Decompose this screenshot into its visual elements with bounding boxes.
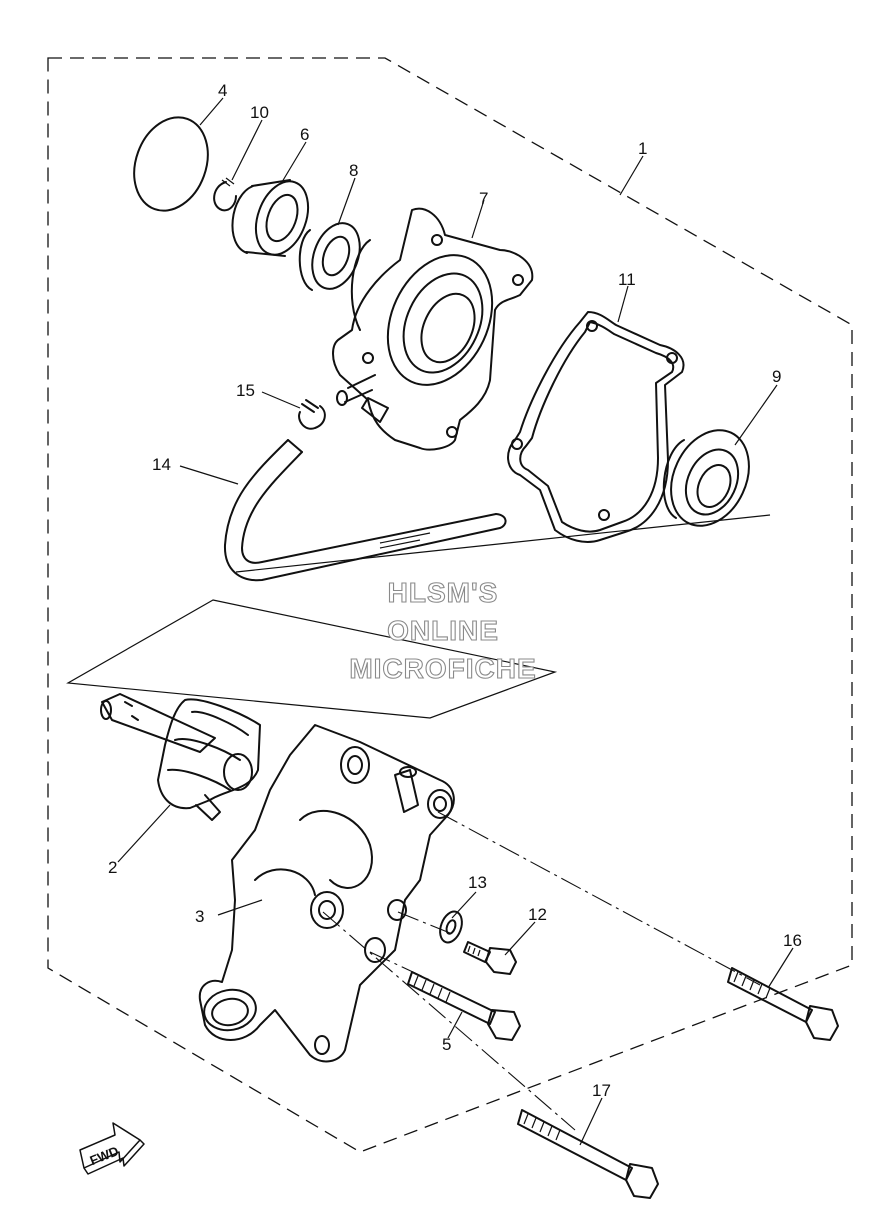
circlip <box>213 177 237 212</box>
callout-11: 11 <box>618 270 636 289</box>
assembly-boundary <box>47 57 853 1153</box>
bolt-short <box>463 941 517 975</box>
callout-6: 6 <box>300 125 309 144</box>
watermark-line-1: HLSM'S <box>388 577 499 608</box>
washer <box>439 910 463 944</box>
callout-14: 14 <box>152 455 171 474</box>
callout-3: 3 <box>195 907 204 926</box>
callout-5: 5 <box>442 1035 451 1054</box>
impeller-shaft <box>100 693 261 821</box>
alignment-lines <box>322 811 761 1131</box>
watermark: HLSM'S ONLINE MICROFICHE <box>349 576 536 684</box>
housing-cover <box>332 207 534 451</box>
bolt-long-lower <box>517 1109 659 1199</box>
gasket <box>507 311 685 543</box>
callout-8: 8 <box>349 161 358 180</box>
callout-17: 17 <box>592 1081 611 1100</box>
hose-clamp <box>298 399 326 430</box>
leader-lines <box>117 97 794 1146</box>
callout-7: 7 <box>479 189 488 208</box>
callout-10: 10 <box>250 103 269 122</box>
bearing <box>231 179 310 257</box>
watermark-line-3: MICROFICHE <box>349 653 536 684</box>
watermark-line-2: ONLINE <box>387 615 499 646</box>
callout-1: 1 <box>638 139 647 158</box>
o-ring <box>133 116 209 212</box>
callout-4: 4 <box>218 81 227 100</box>
fwd-arrow-icon: FWD <box>79 1122 145 1175</box>
callout-15: 15 <box>236 381 255 400</box>
bolt-long-upper <box>727 967 839 1041</box>
callout-9: 9 <box>772 367 781 386</box>
callout-12: 12 <box>528 905 547 924</box>
hose <box>223 439 507 582</box>
callout-numbers: 1 2 3 4 5 6 7 8 9 10 11 12 13 14 15 16 1… <box>108 81 802 1100</box>
callout-13: 13 <box>468 873 487 892</box>
callout-2: 2 <box>108 858 117 877</box>
callout-16: 16 <box>783 931 802 950</box>
bolt-medium <box>407 971 521 1041</box>
pump-housing <box>198 724 455 1063</box>
mechanical-seal <box>662 429 750 527</box>
oil-seal-small <box>298 222 361 291</box>
assembly-plane-lines <box>66 514 771 719</box>
